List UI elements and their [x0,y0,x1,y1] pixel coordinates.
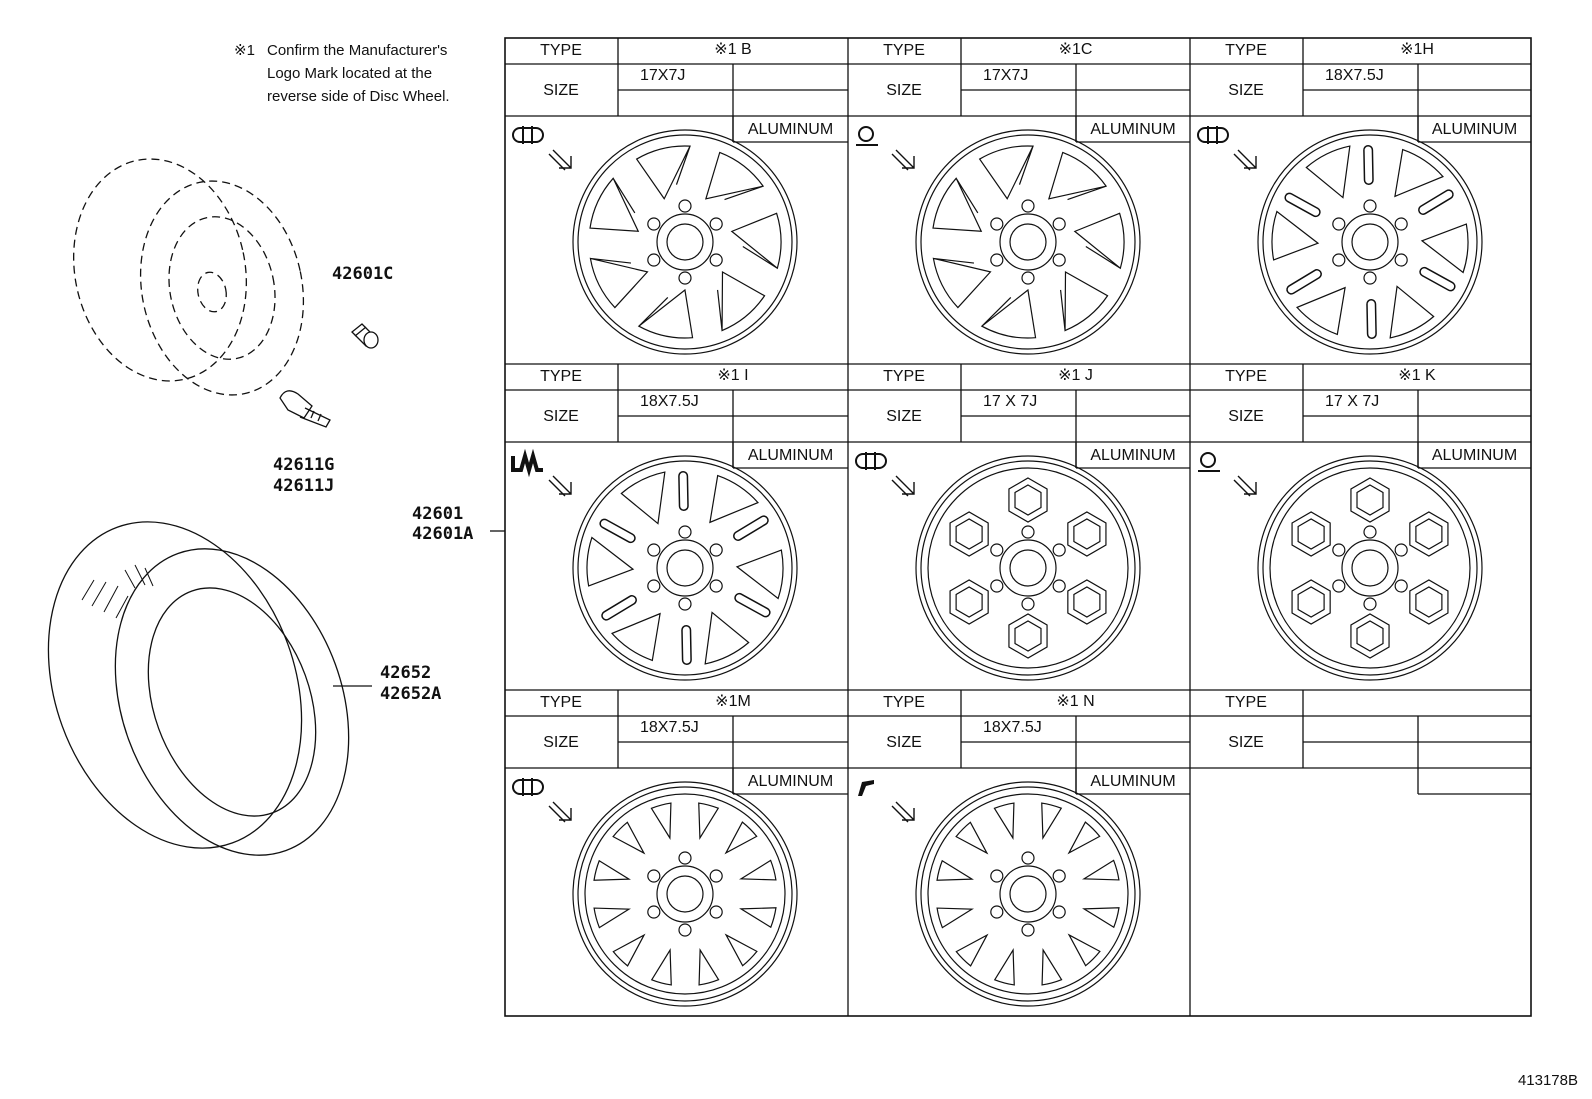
type-label: TYPE [1225,368,1267,385]
q-logo-icon [1198,452,1257,497]
wheel-cell [855,452,1141,681]
wheel-cell [512,778,798,1007]
valve-stem-illustration [279,390,331,428]
wheel-type-code: ※1M [715,693,751,710]
wheel-type-code: ※1C [1058,41,1093,58]
size-label: SIZE [1228,734,1264,751]
wheel-type-code: ※1 N [1056,693,1095,710]
type-label: TYPE [883,368,925,385]
note-marker: ※1 [234,42,255,59]
size-label: SIZE [1228,408,1264,425]
part-number-valve-b[interactable]: 42611J [273,476,335,496]
disc-wheel-illustration [73,158,305,396]
reference-code: 413178B [1517,1072,1578,1089]
wheel-size: 18X7.5J [640,719,699,736]
type-label: TYPE [540,368,582,385]
wheel-material: ALUMINUM [1090,773,1176,790]
wheel-size: 17X7J [983,67,1029,84]
left-illustration [47,158,505,856]
table-border [504,37,1532,1017]
wheel-material: ALUMINUM [747,121,834,138]
note-line-1: Confirm the Manufacturer's [267,42,448,59]
wheel-size: 17X7J [640,67,686,84]
wheel-type-code: ※1 K [1398,367,1436,384]
wheel-size: 17 X 7J [1325,393,1380,410]
type-label: TYPE [540,694,582,711]
wheel-drawing [572,455,798,681]
size-label: SIZE [1228,82,1264,99]
pill-logo-icon [512,778,572,823]
wheel-size: 18X7.5J [1325,67,1384,84]
type-label: TYPE [540,42,582,59]
wheel-type-table [504,37,1532,1017]
size-label: SIZE [886,82,922,99]
q-logo-icon [856,126,915,171]
part-number-valve-cap[interactable]: 42601C [332,264,394,284]
type-label: TYPE [1225,694,1267,711]
wheel-material: ALUMINUM [747,773,834,790]
wheel-type-code: ※1H [1400,41,1434,58]
wheel-type-code: ※1 I [717,367,749,384]
wheel-drawing [915,129,1141,355]
wheel-drawing [1257,129,1483,355]
part-number-wheel-a[interactable]: 42601 [412,504,464,524]
wheel-cell [1197,126,1483,355]
valve-cap-illustration [351,323,379,349]
wheel-cell [858,780,1141,1007]
wheel-material: ALUMINUM [1431,121,1518,138]
type-label: TYPE [1225,42,1267,59]
wheel-size: 18X7.5J [640,393,699,410]
wheel-material: ALUMINUM [1090,121,1176,138]
wheel-material: ALUMINUM [1431,447,1518,464]
type-label: TYPE [883,42,925,59]
part-number-valve-a[interactable]: 42611G [273,455,335,475]
um-logo-icon [511,448,572,497]
wheel-material: ALUMINUM [747,447,834,464]
size-label: SIZE [543,408,579,425]
size-label: SIZE [886,408,922,425]
wheel-cell [511,448,798,681]
pill-logo-icon [855,452,915,497]
size-label: SIZE [886,734,922,751]
tire-illustration [47,521,350,856]
note-line-2: Logo Mark located at the [267,65,433,82]
wheel-drawing [572,781,798,1007]
wheel-cell [1198,452,1483,681]
wheel-cell [856,126,1141,355]
wheel-size: 17 X 7J [983,393,1038,410]
wheel-cell [512,126,798,355]
wheel-type-code: ※1 J [1058,367,1093,384]
part-number-tire-b[interactable]: 42652A [380,684,442,704]
wheel-type-code: ※1 B [714,41,752,58]
part-number-tire-a[interactable]: 42652 [380,663,432,683]
note-line-3: reverse side of Disc Wheel. [267,88,450,105]
wheel-size: 18X7.5J [983,719,1042,736]
wheel-drawing [915,781,1141,1007]
wheel-material: ALUMINUM [1090,447,1176,464]
wheel-drawing [915,455,1141,681]
size-label: SIZE [543,734,579,751]
type-label: TYPE [883,694,925,711]
pill-logo-icon [1197,126,1257,171]
wheel-drawing [1257,455,1483,681]
part-number-wheel-b[interactable]: 42601A [412,524,474,544]
f-logo-icon [858,780,915,823]
size-label: SIZE [543,82,579,99]
pill-logo-icon [512,126,572,171]
wheel-drawing [572,129,798,355]
